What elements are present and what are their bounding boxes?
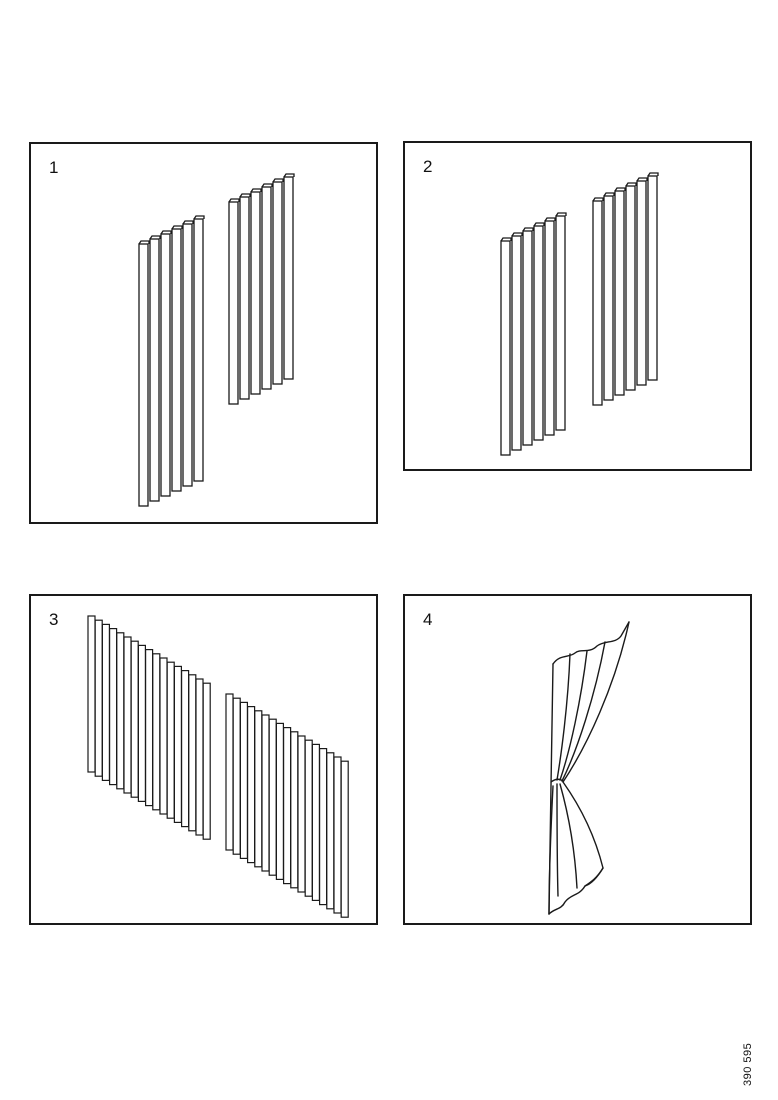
blinds-2-right-slat-top	[647, 172, 659, 177]
blinds-2-left-slat	[522, 230, 533, 446]
blinds-3-right-slat	[297, 735, 306, 893]
blinds-3-left-slat	[166, 661, 175, 819]
blinds-1-left-slat-top	[149, 235, 161, 240]
blinds-2-left-slat-top	[555, 212, 567, 217]
blinds-3-left-slat	[94, 619, 103, 777]
blinds-1-right-slat	[272, 181, 283, 385]
blinds-3-left-slat	[202, 682, 211, 840]
blinds-3-left-slat	[87, 615, 96, 773]
blinds-3-left-slat	[188, 674, 197, 832]
blinds-2-right-slat-top	[614, 187, 626, 192]
blinds-2-right-slat	[647, 175, 658, 381]
blinds-2-left-slat	[511, 235, 522, 451]
panel-number-3: 3	[49, 610, 59, 629]
blinds-3-left-slat	[159, 657, 168, 815]
illustration-panel-3: 3	[29, 594, 378, 925]
panel-number-2: 2	[423, 157, 433, 176]
blinds-1-right-slat-top	[228, 198, 240, 203]
blinds-1-left-slat-top	[138, 240, 150, 245]
blinds-3-left-slat	[152, 653, 161, 811]
blinds-3-left-slat	[137, 644, 147, 803]
blinds-2-right-slat	[592, 200, 603, 406]
reference-code: 390 595	[742, 1042, 754, 1086]
blinds-1-right-slat-top	[272, 178, 284, 183]
blinds-3-right-slat	[333, 756, 342, 914]
blinds-1-left-slat	[193, 218, 204, 482]
blinds-3-right-slat	[254, 710, 263, 868]
blinds-3-right-slat	[232, 697, 241, 855]
blinds-2-left-slat	[533, 225, 544, 441]
blinds-1-left-slat	[171, 228, 182, 492]
vertical-blinds-illustration-1	[138, 173, 295, 507]
blinds-3-left-slat	[130, 640, 139, 798]
blinds-3-left-slat	[101, 623, 111, 781]
illustration-panel-2: 2	[403, 141, 752, 471]
blinds-1-right-slat	[239, 196, 250, 400]
illustration-panel-4: 4	[403, 594, 752, 925]
blinds-1-right-slat-top	[283, 173, 295, 178]
blinds-3-left-slat	[173, 665, 182, 824]
blinds-3-left-slat	[123, 636, 132, 794]
blinds-3-left-slat	[195, 678, 204, 836]
panel-number-1: 1	[49, 158, 59, 177]
blinds-3-right-slat	[268, 718, 277, 876]
blinds-1-left-slat	[182, 223, 193, 487]
blinds-3-left-slat	[144, 648, 154, 807]
blinds-3-right-slat	[275, 722, 284, 881]
blinds-1-right-slat-top	[239, 193, 251, 198]
blinds-3-right-slat	[247, 705, 256, 864]
panel-number-4: 4	[423, 610, 433, 629]
blinds-2-right-slat	[603, 195, 614, 401]
blinds-1-right-slat	[261, 186, 272, 390]
blinds-1-right-slat	[250, 191, 261, 395]
blinds-2-right-slat	[625, 185, 636, 391]
blinds-1-left-slat-top	[160, 230, 172, 235]
blinds-3-left-slat	[181, 669, 190, 828]
blinds-2-right-slat-top	[592, 197, 604, 202]
blinds-3-left-slat	[116, 632, 125, 790]
blinds-2-left-slat-top	[511, 232, 523, 237]
illustration-panel-1: 1	[29, 142, 378, 524]
blinds-1-left-slat-top	[182, 220, 194, 225]
blinds-2-right-slat	[614, 190, 625, 396]
tied-curtain-illustration	[548, 621, 630, 915]
blinds-3-right-slat	[225, 693, 234, 851]
blinds-2-left-slat	[544, 220, 555, 436]
blinds-3-right-slat	[340, 760, 349, 918]
blinds-2-left-slat-top	[522, 227, 534, 232]
blinds-2-left-slat	[555, 215, 566, 431]
blinds-1-right-slat	[228, 201, 239, 405]
blinds-2-right-slat-top	[636, 177, 648, 182]
blinds-3-right-slat	[304, 739, 313, 897]
blinds-3-left-slat	[108, 627, 118, 786]
blinds-1-left-slat	[160, 233, 171, 497]
blinds-2-right-slat-top	[625, 182, 637, 187]
blinds-1-left-slat-top	[171, 225, 183, 230]
vertical-blinds-illustration-3	[87, 615, 349, 918]
blinds-3-right-slat	[290, 731, 299, 889]
blinds-2-right-slat	[636, 180, 647, 386]
blinds-1-right-slat	[283, 176, 294, 380]
blinds-2-left-slat	[500, 240, 511, 456]
blinds-3-right-slat	[283, 727, 292, 885]
blinds-3-right-slat	[319, 748, 328, 906]
blinds-3-right-slat	[326, 752, 335, 910]
blinds-2-left-slat-top	[500, 237, 512, 242]
blinds-2-right-slat-top	[603, 192, 615, 197]
blinds-2-left-slat-top	[533, 222, 545, 227]
vertical-blinds-illustration-2	[500, 172, 659, 456]
blinds-3-right-slat	[261, 714, 270, 872]
blinds-1-right-slat-top	[250, 188, 262, 193]
blinds-3-right-slat	[239, 701, 248, 860]
blinds-1-right-slat-top	[261, 183, 273, 188]
blinds-1-left-slat-top	[193, 215, 205, 220]
blinds-2-left-slat-top	[544, 217, 556, 222]
blinds-1-left-slat	[138, 243, 149, 507]
blinds-1-left-slat	[149, 238, 160, 502]
blinds-3-right-slat	[311, 743, 320, 901]
